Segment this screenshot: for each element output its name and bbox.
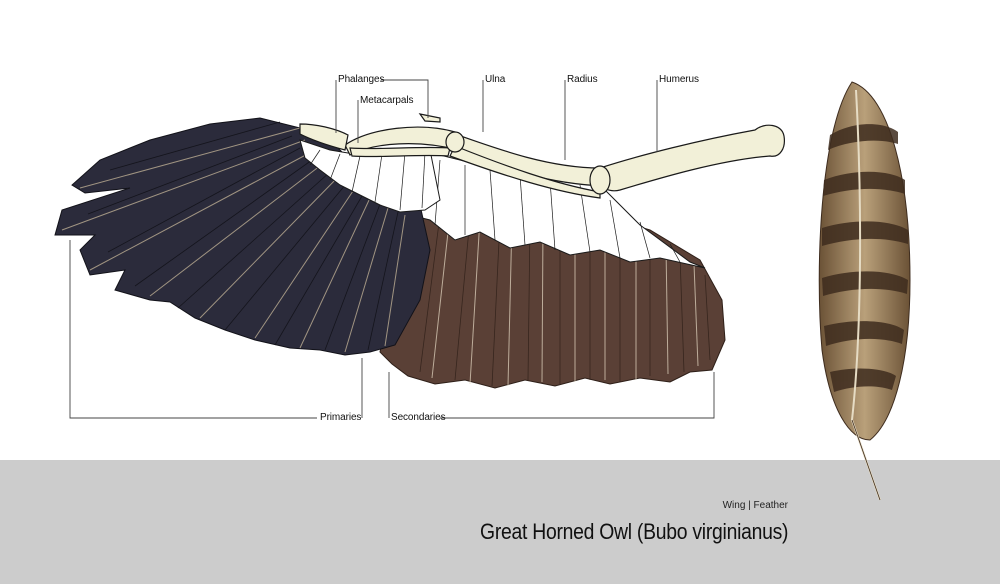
- label-secondaries: Secondaries: [391, 412, 446, 423]
- humerus-bone: [597, 124, 785, 192]
- label-ulna: Ulna: [485, 74, 506, 85]
- leader-lines: [69, 79, 715, 419]
- primary-coverts: [299, 139, 441, 213]
- label-primaries: Primaries: [320, 412, 362, 423]
- caption-title: Great Horned Owl (Bubo virginianus): [479, 519, 788, 544]
- caption-subtitle: Wing | Feather: [722, 500, 788, 511]
- secondary-coverts: [409, 149, 706, 269]
- radius-bone: [449, 145, 601, 199]
- label-humerus: Humerus: [659, 74, 699, 85]
- label-radius: Radius: [567, 74, 598, 85]
- feather-illustration: [818, 81, 911, 501]
- label-phalanges: Phalanges: [338, 74, 385, 85]
- wing-bones: [299, 113, 785, 199]
- footer-band: [0, 460, 1000, 584]
- label-metacarpals: Metacarpals: [360, 95, 414, 106]
